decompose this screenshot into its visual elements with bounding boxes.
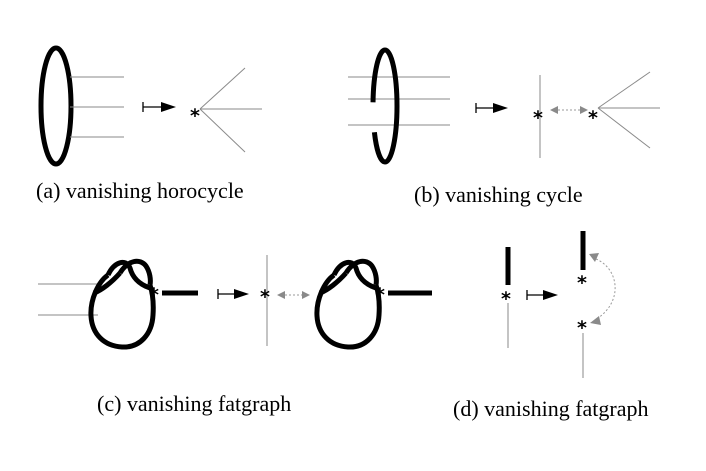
ray-up: [199, 67, 246, 110]
double-arrow: [277, 291, 310, 299]
panel-d: * * *: [501, 231, 616, 378]
ray-up: [597, 71, 651, 109]
curved-double-arrow: [589, 253, 616, 325]
vertex-star-left: *: [149, 284, 159, 306]
vertex-star-right: *: [375, 284, 385, 306]
vertex-star-middle: *: [260, 286, 270, 308]
panel-b: * *: [348, 47, 660, 165]
cycle-curve: [370, 47, 400, 165]
vertex-star: *: [190, 105, 200, 127]
maps-to-arrow: [217, 289, 249, 299]
double-arrow: [550, 106, 588, 114]
panel-c: * * *: [38, 255, 432, 350]
fatgraph-right: [314, 258, 382, 350]
maps-to-arrow: [526, 290, 558, 300]
caption-b: (b) vanishing cycle: [414, 182, 583, 207]
vertex-star-top: *: [577, 272, 587, 294]
caption-c: (c) vanishing fatgraph: [97, 391, 292, 416]
vertex-star-left: *: [533, 107, 543, 129]
ray-down: [597, 107, 651, 149]
panel-a: *: [38, 45, 262, 167]
maps-to-arrow: [475, 103, 508, 113]
vertex-star-right: *: [588, 107, 598, 129]
vertex-star-left: *: [501, 288, 511, 310]
caption-a: (a) vanishing horocycle: [36, 178, 244, 203]
vertex-star-bottom: *: [577, 317, 587, 339]
maps-to-arrow: [142, 102, 176, 112]
ray-down: [199, 108, 246, 153]
caption-d: (d) vanishing fatgraph: [453, 396, 649, 421]
horocycle-curve: [38, 45, 74, 167]
fatgraph-left: [88, 258, 156, 350]
